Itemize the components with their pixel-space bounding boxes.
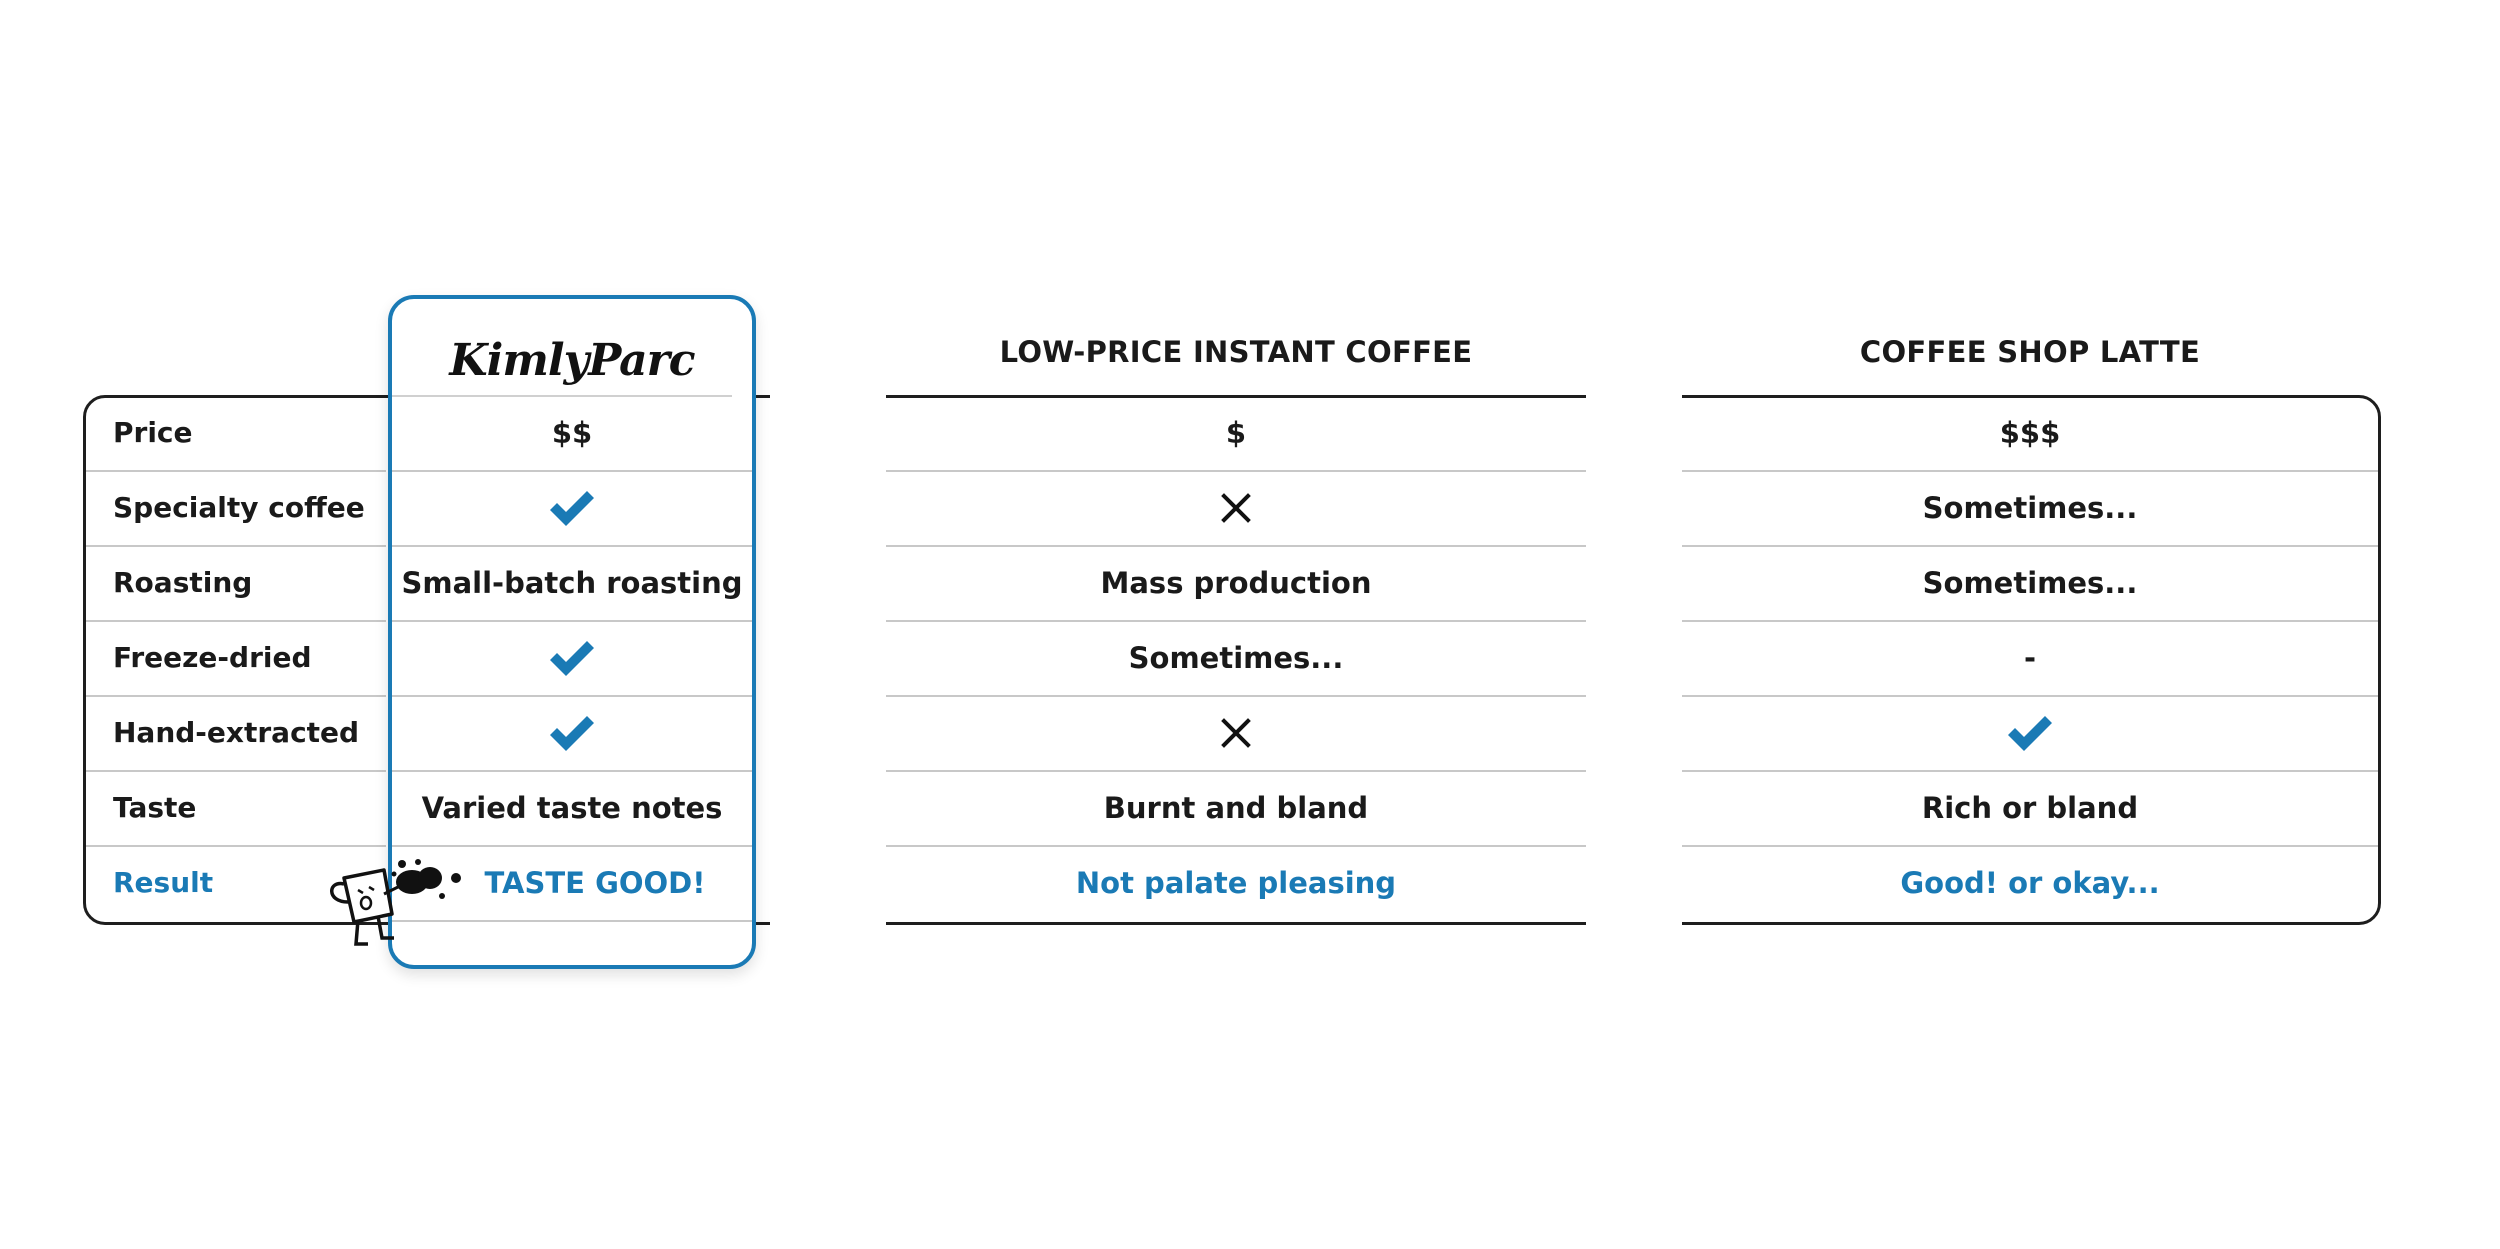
section-gap bbox=[1586, 385, 1682, 935]
brand-price: $$ bbox=[551, 415, 593, 450]
brand-logo: KimlyParc bbox=[449, 334, 695, 386]
table-frame bbox=[83, 395, 2381, 925]
row-label-hand-extracted: Hand-extracted bbox=[113, 716, 360, 749]
cross-icon bbox=[1221, 717, 1251, 748]
brand-taste: Varied taste notes bbox=[421, 790, 723, 825]
row-label-price: Price bbox=[113, 416, 193, 449]
latte-freeze-dried: - bbox=[2023, 640, 2037, 675]
row-label-result: Result bbox=[113, 866, 214, 899]
latte-hand-extracted bbox=[1682, 695, 2378, 770]
coffee-cup-mascot-icon bbox=[330, 859, 461, 946]
section-gap bbox=[770, 385, 886, 935]
cross-icon bbox=[1221, 492, 1251, 523]
latte-price: $$$ bbox=[1999, 415, 2061, 450]
check-icon bbox=[550, 715, 594, 751]
instant-roasting: Mass production bbox=[1100, 565, 1372, 600]
row-label-freeze-dried: Freeze-dried bbox=[113, 641, 312, 674]
row-label-taste: Taste bbox=[113, 791, 197, 824]
check-icon bbox=[2008, 715, 2052, 751]
check-icon bbox=[550, 490, 594, 526]
brand-freeze-dried bbox=[392, 620, 752, 695]
column-header-latte: COFFEE SHOP LATTE bbox=[1859, 335, 2201, 369]
column-header-instant: LOW-PRICE INSTANT COFFEE bbox=[999, 335, 1473, 369]
row-label-specialty: Specialty coffee bbox=[113, 491, 365, 524]
instant-specialty bbox=[886, 470, 1586, 545]
brand-hand-extracted bbox=[392, 695, 752, 770]
brand-highlight-card bbox=[388, 295, 756, 969]
instant-freeze-dried: Sometimes... bbox=[1128, 640, 1344, 675]
brand-result: TASTE GOOD! bbox=[484, 865, 706, 900]
brand-specialty bbox=[392, 470, 752, 545]
latte-specialty: Sometimes... bbox=[1922, 490, 2138, 525]
latte-roasting: Sometimes... bbox=[1922, 565, 2138, 600]
brand-roasting: Small-batch roasting bbox=[401, 565, 743, 600]
latte-taste: Rich or bland bbox=[1921, 790, 2139, 825]
latte-result: Good! or okay... bbox=[1900, 865, 2160, 900]
instant-price: $ bbox=[1225, 415, 1247, 450]
row-label-roasting: Roasting bbox=[113, 566, 253, 599]
instant-hand-extracted bbox=[886, 695, 1586, 770]
instant-taste: Burnt and bland bbox=[1103, 790, 1369, 825]
instant-result: Not palate pleasing bbox=[1075, 865, 1397, 900]
check-icon bbox=[550, 640, 594, 676]
